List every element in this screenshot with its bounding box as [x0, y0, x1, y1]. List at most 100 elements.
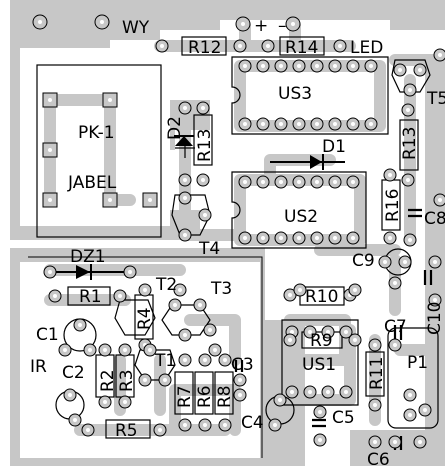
drill-hole — [88, 348, 92, 352]
drill-hole — [353, 288, 357, 292]
drill-hole — [143, 378, 147, 382]
drill-hole — [48, 270, 52, 274]
r14-body — [279, 36, 325, 56]
drill-hole — [243, 122, 247, 126]
c7-plates — [393, 325, 403, 340]
drill-hole — [318, 410, 322, 414]
drill-hole — [383, 260, 387, 264]
input-label: WY — [122, 18, 150, 38]
c3-plates — [234, 360, 244, 372]
module-sublabel: JABEL — [67, 173, 117, 193]
copper-top-right — [300, 0, 445, 30]
drill-hole — [308, 390, 312, 394]
r13b-label: R13 — [400, 127, 420, 160]
r5-label: R5 — [115, 421, 138, 441]
r1-body — [67, 286, 111, 306]
drill-hole — [351, 180, 355, 184]
drill-hole — [86, 428, 90, 432]
dz1-label: DZ1 — [70, 247, 106, 267]
r7-label: R7 — [175, 385, 195, 408]
drill-hole — [103, 348, 107, 352]
drill-hole — [333, 180, 337, 184]
drill-hole — [315, 180, 319, 184]
r5-body — [105, 419, 151, 439]
drill-hole — [68, 393, 72, 397]
c8-plates — [408, 208, 422, 218]
r8-label: R8 — [215, 385, 235, 408]
drill-hole — [183, 358, 187, 362]
drill-hole — [48, 148, 52, 152]
drill-hole — [369, 122, 373, 126]
drill-hole — [108, 198, 112, 202]
r1-label: R1 — [79, 287, 102, 307]
drill-hole — [279, 180, 283, 184]
us3-label: US3 — [278, 84, 312, 104]
drill-hole — [418, 440, 422, 444]
r13b-body — [399, 119, 419, 171]
drill-hole — [183, 333, 187, 337]
drill-hole — [315, 122, 319, 126]
drill-hole — [278, 398, 282, 402]
drill-hole — [63, 348, 67, 352]
drill-hole — [333, 236, 337, 240]
drill-hole — [297, 122, 301, 126]
drill-hole — [279, 64, 283, 68]
drill-hole — [183, 233, 187, 237]
drill-hole — [203, 358, 207, 362]
drill-hole — [326, 390, 330, 394]
us2-outline — [231, 171, 367, 249]
drill-hole — [261, 180, 265, 184]
trace-us1 — [284, 324, 356, 406]
drill-hole — [388, 173, 392, 177]
c1-label: C1 — [36, 325, 59, 345]
drill-hole — [351, 236, 355, 240]
drill-hole — [403, 260, 407, 264]
t4-outline — [171, 194, 211, 236]
drill-hole — [351, 64, 355, 68]
drill-hole — [100, 20, 104, 24]
drill-hole — [261, 122, 265, 126]
drill-hole — [398, 68, 402, 72]
drill-hole — [393, 343, 397, 347]
drill-hole — [48, 98, 52, 102]
c4-label: C4 — [241, 413, 264, 433]
drill-hole — [208, 328, 212, 332]
drill-hole — [123, 348, 127, 352]
section-outline — [28, 256, 263, 458]
r6-body — [194, 371, 214, 415]
drill-hole — [38, 20, 42, 24]
c7-label: C7 — [384, 317, 407, 337]
d2-triangle — [175, 136, 193, 146]
r6-label: R6 — [195, 385, 215, 408]
drill-hole — [393, 440, 397, 444]
drill-hole — [408, 88, 412, 92]
drill-hole — [261, 236, 265, 240]
drill-hole — [408, 238, 412, 242]
drill-hole — [408, 413, 412, 417]
r4-label: R4 — [135, 307, 155, 330]
drill-hole — [298, 288, 302, 292]
drill-hole — [351, 122, 355, 126]
p1-outline — [387, 327, 439, 429]
drill-hole — [243, 64, 247, 68]
drill-hole — [288, 293, 292, 297]
drill-hole — [288, 338, 292, 342]
drill-hole — [333, 122, 337, 126]
c2-label: C2 — [62, 363, 85, 383]
c9-label: C9 — [352, 251, 375, 271]
drill-hole — [273, 423, 277, 427]
drill-hole — [297, 64, 301, 68]
drill-hole — [261, 64, 265, 68]
r9-label: R9 — [310, 331, 333, 351]
module-label: PK-1 — [78, 123, 115, 143]
drill-hole — [158, 428, 162, 432]
c8-label: C8 — [424, 209, 445, 229]
plus-sign: + — [254, 16, 268, 36]
solder-pads — [32, 14, 445, 449]
t2-outline — [114, 299, 156, 336]
c10-label: C10 — [425, 301, 445, 335]
ir-label: IR — [30, 357, 47, 377]
drill-hole — [78, 323, 82, 327]
t4-label: T4 — [198, 239, 220, 259]
